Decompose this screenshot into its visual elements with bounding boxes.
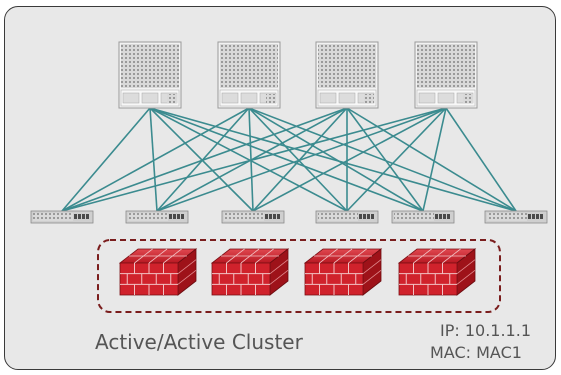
leaf-3-switch <box>221 210 285 224</box>
link-spine4-leaf3 <box>252 107 447 212</box>
leaf-switches <box>30 210 548 224</box>
link-spine1-leaf2 <box>149 107 158 212</box>
link-spine4-leaf4 <box>346 107 447 212</box>
cluster-boundary <box>97 239 501 313</box>
link-spine1-leaf4 <box>149 107 348 212</box>
link-spine2-leaf5 <box>248 107 424 212</box>
cluster-label: Active/Active Cluster <box>95 330 303 354</box>
firewall-group <box>118 248 477 296</box>
link-spine1-leaf3 <box>149 107 254 212</box>
link-spine4-leaf6 <box>445 107 517 212</box>
ip-address-label: IP: 10.1.1.1 <box>440 321 531 340</box>
leaf-6-switch <box>484 210 548 224</box>
leaf-5-switch <box>391 210 455 224</box>
spine-4-switch <box>414 41 478 109</box>
link-spine1-leaf5 <box>149 107 424 212</box>
spine-2-switch <box>217 41 281 109</box>
link-spine3-leaf1 <box>61 107 348 212</box>
link-spine2-leaf6 <box>248 107 517 212</box>
leaf-4-switch <box>315 210 379 224</box>
link-spine3-leaf5 <box>346 107 424 212</box>
firewall-2-icon <box>210 248 290 296</box>
spine-1-switch <box>118 41 182 109</box>
link-spine4-leaf2 <box>156 107 447 212</box>
firewall-1-icon <box>118 248 198 296</box>
network-links <box>61 107 517 212</box>
firewall-3-icon <box>303 248 383 296</box>
leaf-2-switch <box>125 210 189 224</box>
link-spine1-leaf6 <box>149 107 517 212</box>
link-spine4-leaf5 <box>422 107 447 212</box>
link-spine1-leaf1 <box>61 107 151 212</box>
leaf-1-switch <box>30 210 94 224</box>
link-spine2-leaf1 <box>61 107 250 212</box>
link-spine2-leaf4 <box>248 107 348 212</box>
firewall-4-icon <box>397 248 477 296</box>
link-spine4-leaf1 <box>61 107 447 212</box>
mac-address-label: MAC: MAC1 <box>430 343 522 362</box>
link-spine3-leaf6 <box>346 107 517 212</box>
spine-3-switch <box>315 41 379 109</box>
spine-switches <box>118 41 478 109</box>
